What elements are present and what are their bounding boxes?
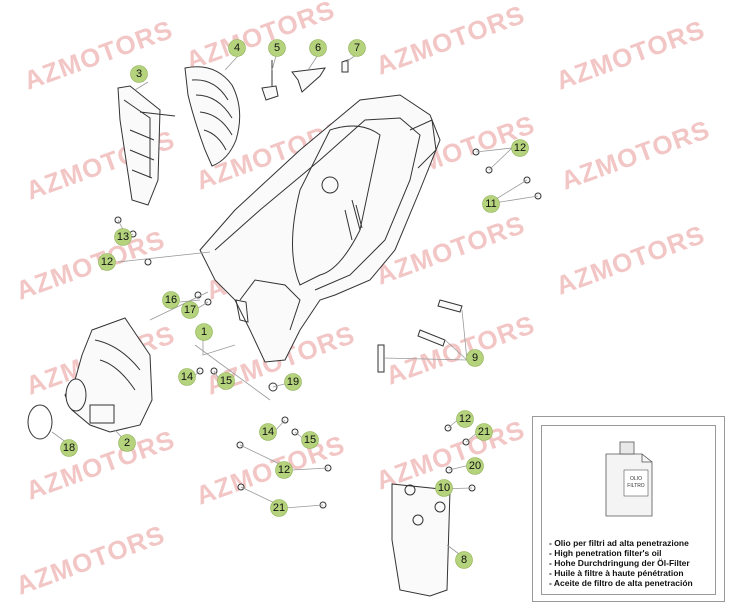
- clip-parts: [377, 299, 463, 373]
- callout-12: 12: [511, 139, 529, 157]
- legend-line-en: - High penetration filter's oil: [549, 548, 662, 558]
- callout-3: 3: [130, 65, 148, 83]
- callout-8: 8: [455, 551, 473, 569]
- callout-19: 19: [284, 373, 302, 391]
- watermark: AZMOTORS: [20, 14, 177, 96]
- svg-text:15: 15: [304, 434, 316, 446]
- callout-9: 9: [466, 349, 484, 367]
- svg-text:19: 19: [287, 376, 299, 388]
- callout-14: 14: [178, 368, 196, 386]
- svg-text:21: 21: [478, 426, 490, 438]
- svg-text:16: 16: [165, 294, 177, 306]
- watermark: AZMOTORS: [12, 224, 169, 306]
- watermark: AZMOTORS: [182, 0, 339, 76]
- svg-text:12: 12: [459, 413, 471, 425]
- callout-11: 11: [482, 195, 500, 213]
- svg-text:1: 1: [201, 326, 207, 338]
- intake-boot-part: [64, 317, 153, 433]
- svg-text:18: 18: [63, 442, 75, 454]
- callout-7: 7: [348, 39, 366, 57]
- legend-line-fr: - Huile à filtre à haute pénétration: [549, 568, 684, 578]
- airbox-body-part: [199, 94, 441, 363]
- callout-15: 15: [217, 372, 235, 390]
- callout-18: 18: [60, 439, 78, 457]
- hose-clamp-part: [27, 404, 53, 440]
- svg-text:17: 17: [184, 304, 196, 316]
- svg-text:3: 3: [136, 68, 142, 80]
- legend-line-de: - Hohe Durchdringung der Öl-Filter: [549, 558, 690, 568]
- svg-text:12: 12: [101, 256, 113, 268]
- watermark: AZMOTORS: [557, 114, 714, 196]
- watermark: AZMOTORS: [382, 309, 539, 391]
- legend-line-it: - Olio per filtri ad alta penetrazione: [549, 538, 689, 548]
- svg-text:5: 5: [274, 42, 280, 54]
- svg-text:12: 12: [278, 464, 290, 476]
- svg-text:9: 9: [472, 352, 478, 364]
- svg-text:6: 6: [315, 42, 321, 54]
- svg-text:2: 2: [124, 437, 130, 449]
- svg-text:21: 21: [273, 502, 285, 514]
- svg-text:14: 14: [181, 371, 193, 383]
- svg-text:8: 8: [461, 554, 467, 566]
- oil-legend-box: OLIO FILTRO - Olio per filtri ad alta pe…: [532, 416, 725, 602]
- callout-13: 13: [114, 228, 132, 246]
- svg-text:14: 14: [262, 426, 274, 438]
- filter-fixing-parts: [261, 59, 349, 101]
- svg-text:20: 20: [469, 460, 481, 472]
- svg-text:15: 15: [220, 375, 232, 387]
- callout-2: 2: [118, 434, 136, 452]
- legend-line-es: - Aceite de filtro de alta penetración: [549, 578, 693, 588]
- can-label-filtro: FILTRO: [627, 483, 645, 489]
- oil-legend-inner: OLIO FILTRO - Olio per filtri ad alta pe…: [541, 425, 716, 595]
- callout-1: 1: [195, 323, 213, 341]
- callout-12: 12: [456, 410, 474, 428]
- can-label-olio: OLIO: [630, 476, 642, 482]
- oil-description-list: - Olio per filtri ad alta penetrazione -…: [549, 538, 693, 588]
- callout-5: 5: [268, 39, 286, 57]
- svg-text:12: 12: [514, 142, 526, 154]
- callout-20: 20: [466, 457, 484, 475]
- svg-text:11: 11: [485, 198, 496, 210]
- callout-12: 12: [275, 461, 293, 479]
- side-panel-part: [391, 483, 451, 597]
- filter-cage-part: [117, 85, 176, 206]
- svg-text:4: 4: [234, 42, 240, 54]
- callout-21: 21: [270, 499, 288, 517]
- callout-10: 10: [435, 479, 453, 497]
- watermark: AZMOTORS: [552, 219, 709, 301]
- watermark: AZMOTORS: [22, 424, 179, 506]
- watermark: AZMOTORS: [372, 0, 529, 81]
- svg-text:10: 10: [438, 482, 450, 494]
- callout-17: 17: [181, 301, 199, 319]
- oil-can-icon: OLIO FILTRO: [605, 441, 653, 517]
- callout-6: 6: [309, 39, 327, 57]
- watermark: AZMOTORS: [12, 519, 169, 601]
- callout-4: 4: [228, 39, 246, 57]
- svg-text:13: 13: [117, 231, 129, 243]
- callout-12: 12: [98, 253, 116, 271]
- callout-14: 14: [259, 423, 277, 441]
- watermark: AZMOTORS: [552, 14, 709, 96]
- air-filter-part: [184, 66, 241, 167]
- callout-21: 21: [475, 423, 493, 441]
- callout-16: 16: [162, 291, 180, 309]
- callout-15: 15: [301, 431, 319, 449]
- svg-text:7: 7: [354, 42, 360, 54]
